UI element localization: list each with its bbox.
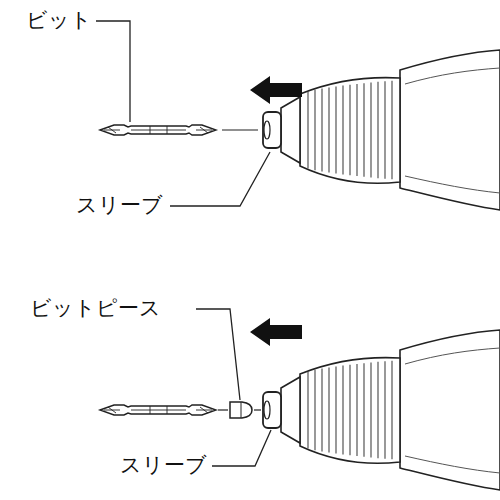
guide-line bbox=[254, 409, 261, 410]
leader-line bbox=[196, 309, 240, 400]
bit-piece-edge bbox=[241, 402, 242, 418]
leader-line bbox=[170, 152, 270, 206]
bit bbox=[100, 405, 216, 415]
part-label: スリーブ bbox=[118, 453, 209, 478]
drill bbox=[263, 50, 500, 210]
leader-line bbox=[96, 21, 130, 122]
guide-line bbox=[222, 129, 258, 130]
part-label: ビットピース bbox=[28, 296, 163, 321]
arrow bbox=[250, 76, 302, 104]
guide-line bbox=[218, 409, 228, 410]
part-label: ビット bbox=[24, 8, 94, 33]
leader-line bbox=[212, 430, 271, 466]
drill bbox=[263, 330, 500, 490]
bit bbox=[100, 125, 216, 135]
arrow bbox=[250, 318, 302, 346]
bit-piece bbox=[230, 402, 252, 418]
part-label: スリーブ bbox=[74, 193, 165, 218]
